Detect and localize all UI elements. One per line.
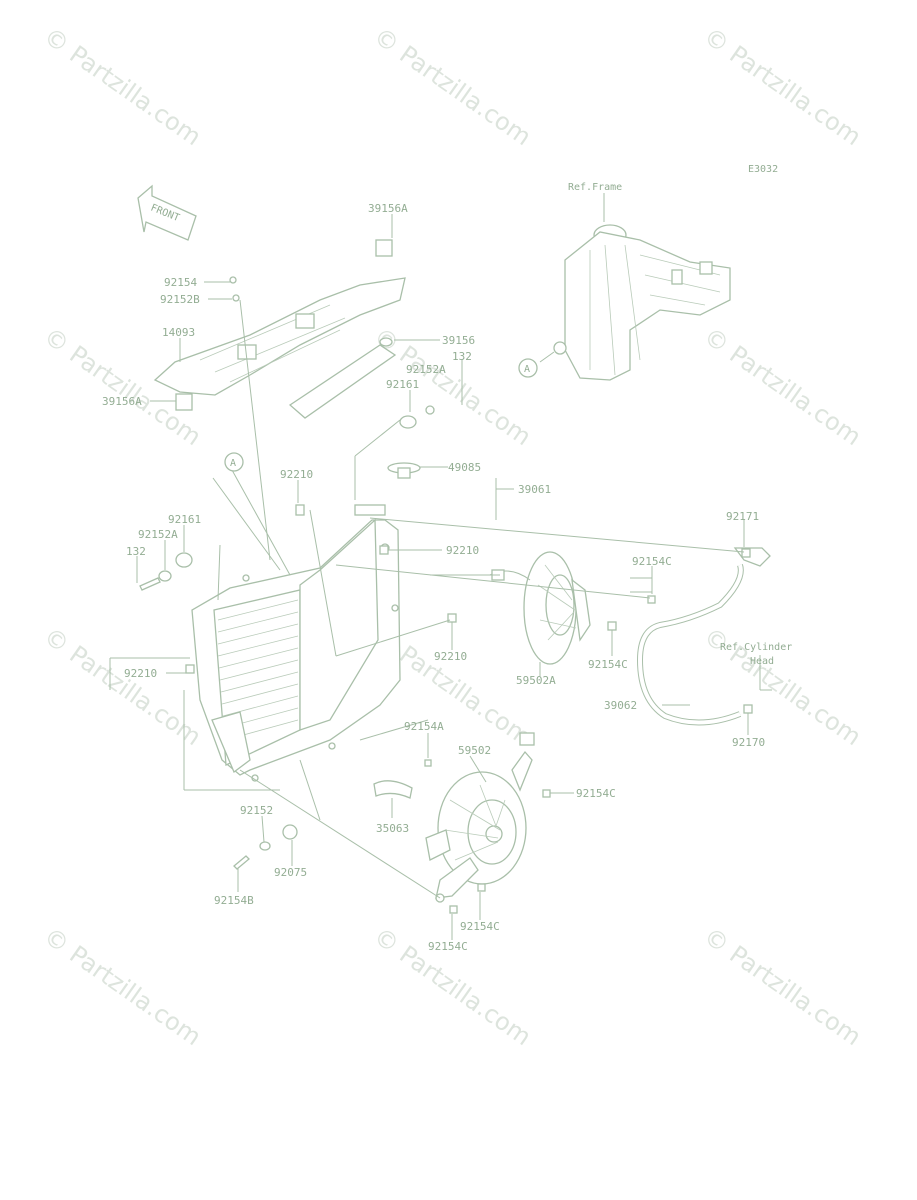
hose-35063: [373, 780, 413, 799]
part-label-39061: 39061: [518, 483, 551, 496]
part-label-92154c-c: 92154C: [576, 787, 616, 800]
callout-a-left-group: A: [224, 452, 244, 472]
fasteners-left: [139, 504, 389, 674]
part-label-92154a: 92154A: [404, 720, 444, 733]
callout-a-left: A: [230, 458, 236, 469]
radiator: [191, 504, 401, 782]
part-label-92154: 92154: [164, 276, 197, 289]
part-label-39156a-top: 39156A: [368, 202, 408, 215]
watermark: © Partzilla.com: [699, 322, 867, 451]
frame-reference: Ref.Frame A: [518, 182, 731, 381]
radiator-bracket: [153, 239, 406, 419]
callout-a-right: A: [524, 364, 530, 375]
ref-head-label: Head: [750, 656, 774, 667]
part-label-35063: 35063: [376, 822, 409, 835]
part-label-92170: 92170: [732, 736, 765, 749]
part-label-92152b: 92152B: [160, 293, 200, 306]
part-label-92154c-b: 92154C: [588, 658, 628, 671]
part-labels: 39156A 92154 92152B 14093 39156 132 9215…: [102, 202, 792, 953]
hose-39062: [636, 547, 772, 726]
part-label-39156: 39156: [442, 334, 475, 347]
part-label-92154b: 92154B: [214, 894, 254, 907]
part-label-92154c-e: 92154C: [428, 940, 468, 953]
part-label-92154c-a: 92154C: [632, 555, 672, 568]
fan-59502a: [489, 551, 617, 665]
watermark: © Partzilla.com: [39, 622, 207, 751]
watermark: © Partzilla.com: [39, 22, 207, 151]
watermark: © Partzilla.com: [699, 22, 867, 151]
part-label-49085: 49085: [448, 461, 481, 474]
part-label-92161-left: 92161: [168, 513, 201, 526]
watermark: © Partzilla.com: [39, 922, 207, 1051]
part-label-92161-top: 92161: [386, 378, 419, 391]
part-label-92152: 92152: [240, 804, 273, 817]
part-label-92075: 92075: [274, 866, 307, 879]
ref-frame-label: Ref.Frame: [568, 182, 622, 193]
part-label-92154c-d: 92154C: [460, 920, 500, 933]
diagram-code: E3032: [748, 164, 778, 175]
leader-lines: [109, 214, 761, 940]
part-label-59502a: 59502A: [516, 674, 556, 687]
part-label-92152a-left: 92152A: [138, 528, 178, 541]
fasteners-bottom: [233, 595, 656, 914]
part-label-39156a-left: 39156A: [102, 395, 142, 408]
part-label-92152a-top: 92152A: [406, 363, 446, 376]
part-label-92210-d: 92210: [124, 667, 157, 680]
radiator-cap: [387, 405, 435, 479]
part-label-92171: 92171: [726, 510, 759, 523]
watermark: © Partzilla.com: [699, 922, 867, 1051]
fan-59502: [425, 732, 535, 903]
ref-cylinder-label: Ref.Cylinder: [720, 642, 792, 653]
part-label-132-left: 132: [126, 545, 146, 558]
part-label-132-top: 132: [452, 350, 472, 363]
part-label-59502: 59502: [458, 744, 491, 757]
part-label-39062: 39062: [604, 699, 637, 712]
part-label-92210-a: 92210: [280, 468, 313, 481]
part-label-92210-b: 92210: [446, 544, 479, 557]
watermark: © Partzilla.com: [369, 22, 537, 151]
part-label-92210-c: 92210: [434, 650, 467, 663]
part-label-14093: 14093: [162, 326, 195, 339]
front-arrow-icon: FRONT: [137, 184, 197, 241]
